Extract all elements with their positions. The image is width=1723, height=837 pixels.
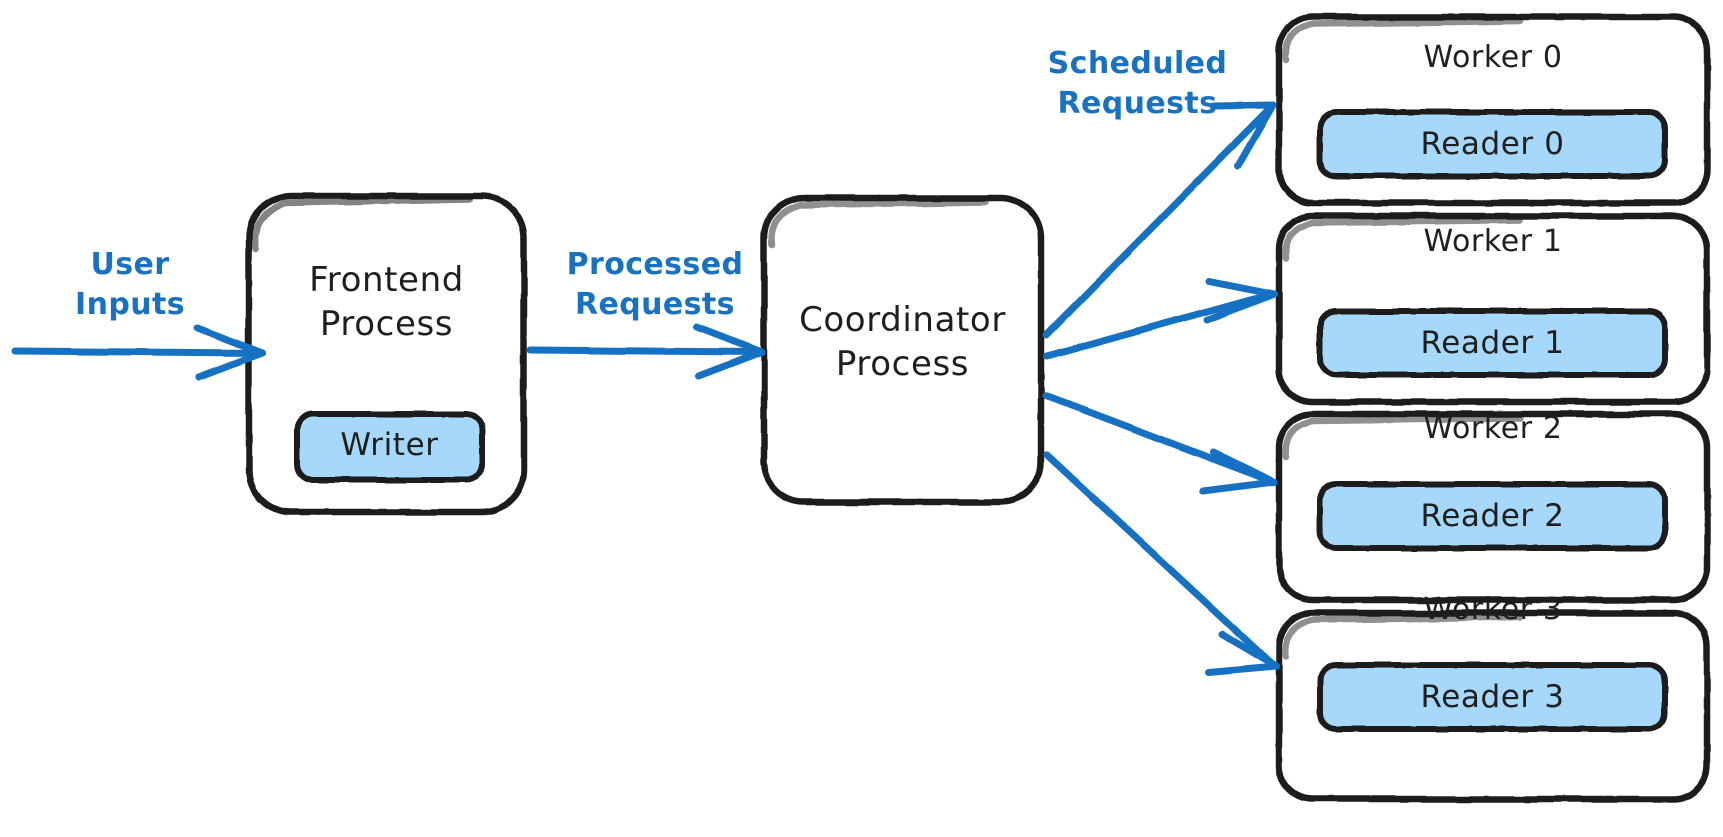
edge-label-user-inputs: User Inputs [75, 247, 185, 322]
reader-1-chip[interactable] [1320, 311, 1665, 375]
writer-chip[interactable] [297, 414, 482, 480]
arrow-scheduled-worker-2 [1043, 392, 1278, 495]
arrow-processed-requests [526, 323, 766, 380]
arrow-user-inputs [11, 324, 266, 381]
arrow-scheduled-worker-3 [1043, 451, 1280, 676]
edge-label-scheduled-requests: Scheduled Requests [1047, 46, 1228, 121]
edge-label-processed-requests: Processed Requests [566, 247, 744, 322]
reader-3-chip[interactable] [1320, 665, 1665, 729]
reader-0-chip[interactable] [1320, 112, 1665, 176]
coordinator-process-node[interactable] [764, 198, 1041, 502]
arrow-scheduled-worker-0 [1042, 101, 1277, 339]
reader-2-chip[interactable] [1320, 484, 1665, 548]
arrow-scheduled-worker-1 [1043, 277, 1278, 360]
